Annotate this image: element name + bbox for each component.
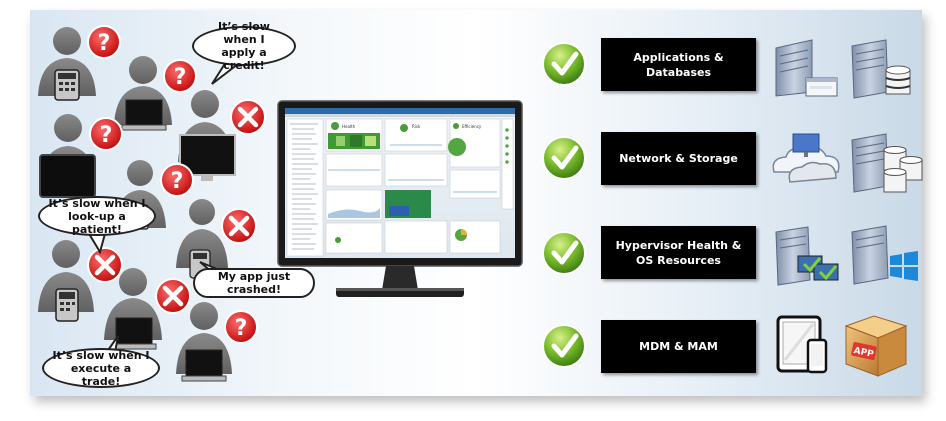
server-window-icon <box>775 39 838 97</box>
question-badge: ? <box>160 163 194 197</box>
tablet-phone-icon <box>776 315 828 374</box>
person-3 <box>178 90 236 181</box>
question-badge: ? <box>89 117 123 151</box>
person-9 <box>176 302 232 382</box>
person-2 <box>114 56 172 131</box>
laptop-icon <box>115 317 153 345</box>
error-badge <box>155 278 191 314</box>
laptop-icon <box>125 99 163 126</box>
category-mdm-mam: MDM & MAM <box>601 320 756 373</box>
app-package-icon: APP <box>844 315 908 377</box>
check-icon <box>542 42 586 86</box>
person-1 <box>38 27 96 101</box>
network-cloud-icon <box>772 133 840 183</box>
error-badge <box>87 247 123 283</box>
complaint-text: It’s slow when I look-up a patient! <box>48 196 146 236</box>
check-icon <box>542 324 586 368</box>
laptop-icon <box>185 349 223 377</box>
person-4 <box>39 114 96 198</box>
tile-efficiency-label: Efficiency <box>462 124 482 129</box>
complaint-text: It’s slow when I execute a trade! <box>52 348 150 388</box>
category-hypervisor-os: Hypervisor Health & OS Resources <box>601 226 756 279</box>
svg-text:?: ? <box>171 169 184 194</box>
person-7 <box>38 240 94 322</box>
check-icon <box>542 136 586 180</box>
category-applications-databases: Applications & Databases <box>601 38 756 91</box>
person-6 <box>176 199 228 279</box>
svg-text:?: ? <box>174 65 187 90</box>
tile-health-label: Health <box>342 124 356 129</box>
storage-server-icon <box>851 133 923 193</box>
error-badge <box>230 99 266 135</box>
complaint-text: My app just crashed! <box>217 270 291 296</box>
error-badge <box>221 208 257 244</box>
windows-server-icon <box>851 225 918 285</box>
speech-bubble: It’s slow when I apply a credit! <box>192 20 296 72</box>
question-badge: ? <box>163 59 197 93</box>
speech-bubble: My app just crashed! <box>193 268 315 298</box>
person-8 <box>104 268 162 350</box>
complaint-text: It’s slow when I apply a credit! <box>218 20 270 72</box>
speech-bubble: It’s slow when I look-up a patient! <box>38 196 156 236</box>
question-badge: ? <box>87 25 121 59</box>
speech-bubble: It’s slow when I execute a trade! <box>42 348 160 388</box>
vm-hosts-icon <box>775 226 839 286</box>
check-icon <box>542 231 586 275</box>
app-label: APP <box>853 346 875 360</box>
dashboard-monitor: Health Risk Efficiency <box>277 100 523 297</box>
category-network-storage: Network & Storage <box>601 132 756 185</box>
question-badge: ? <box>224 310 258 344</box>
tile-risk-label: Risk <box>412 124 421 129</box>
database-server-icon <box>851 39 911 99</box>
tablet-icon <box>39 154 96 198</box>
svg-text:?: ? <box>235 316 248 341</box>
svg-text:?: ? <box>100 123 113 148</box>
svg-text:?: ? <box>98 31 111 56</box>
